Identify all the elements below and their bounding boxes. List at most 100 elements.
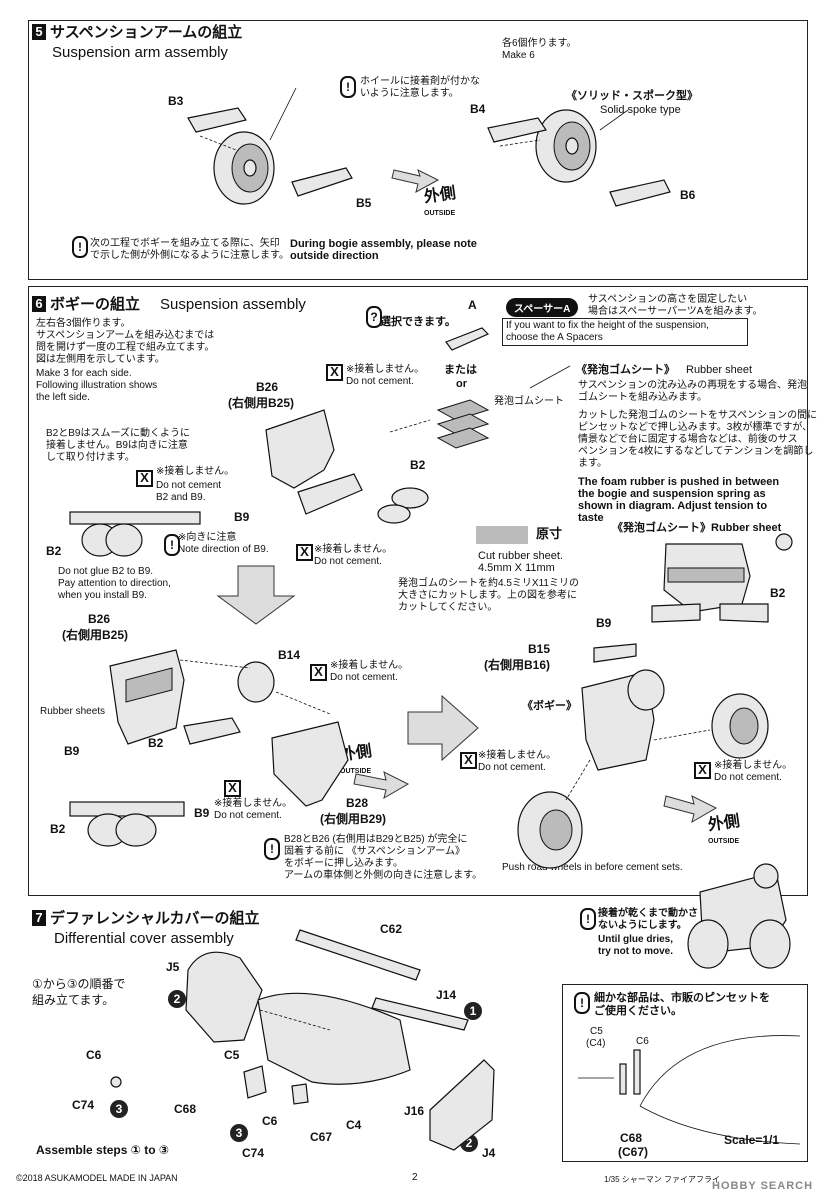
bogie-label: 《ボギー》 [522,700,577,712]
spacer-a-box [502,318,748,346]
part-c74-mid: C74 [242,1146,265,1160]
warning-icon: ! [340,76,356,98]
no-cement-icon: X [296,544,313,561]
part-b2-right: B2 [770,586,786,600]
part-b26-top: B26 [256,380,279,394]
section-5-frame [28,20,808,280]
part-c6-left: C6 [86,1048,102,1062]
part-b2-bottom: B2 [50,822,66,836]
part-b5: B5 [356,196,372,210]
intro-jp: 左右各3個作ります。 サスペンションアームを組み込むまでは 問を開けず一度の工程… [36,318,215,365]
scale-label: Scale=1/1 [724,1133,780,1147]
no-cement-icon: X [224,780,241,797]
direction-icon: ! [164,534,180,556]
make6-jp: 各6個作ります。 [502,38,577,49]
intro-en: Make 3 for each side. Following illustra… [36,368,158,403]
bogie-note-en: During bogie assembly, please note outsi… [290,238,477,262]
section-5-title-en: Suspension arm assembly [52,44,228,61]
outside-mark-en: OUTSIDE [424,210,456,217]
no-cement-en: Do not cement. [714,772,782,783]
cut-size-en: Cut rubber sheet. 4.5mm X 11mm [478,550,563,574]
warning-icon: ! [580,908,596,930]
foam-small-label: 発泡ゴムシート [494,396,564,407]
section-6-number: 6 [32,296,46,312]
rubber-title-en: Rubber sheet [686,364,753,376]
part-b25-mid: (右側用B25) [62,628,129,642]
part-j5: J5 [166,960,180,974]
part-b16: (右側用B16) [484,658,551,672]
actual-size-label: 原寸 [536,526,563,541]
solid-spoke-en: Solid spoke type [600,104,681,116]
section-7-number: 7 [32,910,46,926]
no-cement-jp: ※接着しません。 [330,660,409,671]
b2b9-note-jp: B2とB9はスムーズに動くように 接着しません。B9は向きに注意 して取り付けま… [46,428,190,463]
no-glue-en: Do not glue B2 to B9. Pay attention to d… [58,566,171,601]
order-jp: ①から③の順番で 組み立てます。 [32,977,126,1007]
b2b9-nc-en: Do not cement B2 and B9. [156,480,222,503]
no-cement-jp: ※接着しません。 [478,750,557,761]
footer-product: 1/35 シャーマン ファイアフライ [604,1175,721,1184]
no-cement-icon: X [136,470,153,487]
watermark-logo: HOBBY SEARCH [712,1180,814,1192]
part-b3: B3 [168,94,184,108]
part-c4: C4 [346,1118,362,1132]
part-b9-right: B9 [596,616,612,630]
footer-copyright: ©2018 ASUKAMODEL MADE IN JAPAN [16,1173,178,1183]
rubber-title-2: 《発泡ゴムシート》Rubber sheet [612,522,782,534]
direction-en: Note direction of B9. [178,544,269,555]
part-j14: J14 [436,988,457,1002]
part-b9-bottom: B9 [194,806,210,820]
outside-mark-jp: 外側 [422,184,457,207]
make6-en: Make 6 [502,50,535,61]
no-cement-en: Do not cement. [478,762,546,773]
no-cement-jp: ※接着しません。 [214,798,293,809]
b28-note-jp: B28とB26 (右側用はB29とB25) が完全に 固着する前に 《サスペンシ… [284,834,483,881]
detail-c4: (C4) [586,1038,606,1049]
section-6-title-jp: ボギーの組立 [50,296,141,313]
glue-dry-en: Until glue dries, try not to move. [598,934,674,957]
bogie-note-jp: 次の工程でボギーを組み立てる際に、矢印 で示した側が外側になるように注意します。 [90,238,289,261]
part-b26-mid: B26 [88,612,111,626]
step-3-badge: 3 [110,1100,128,1118]
part-b14: B14 [278,648,301,662]
part-c5: C5 [224,1048,240,1062]
section-5-number: 5 [32,24,46,40]
part-b4: B4 [470,102,486,116]
section-6-frame [28,286,808,896]
tweezers-jp: 細かな部品は、市販のピンセットを ご使用ください。 [594,992,770,1017]
section-5-title-jp: サスペンションアームの組立 [50,24,243,41]
rubber-desc-jp: サスペンションの沈み込みの再現をする場合、発泡 ゴムシートを組み込みます。 [578,380,808,403]
part-b2-left: B2 [46,544,62,558]
direction-jp: ※向きに注意 [178,532,237,543]
section-7-title-en: Differential cover assembly [54,930,234,947]
choice-icon: ? [366,306,382,328]
section-7-title-jp: デファレンシャルカバーの組立 [50,910,260,927]
part-b2-top: B2 [410,458,426,472]
outside-mark-en: OUTSIDE [708,838,740,845]
cut-size-jp: 発泡ゴムのシートを約4.5ミリX11ミリの 大きさにカットします。上の図を参考に… [398,578,579,613]
part-b25-top: (右側用B25) [228,396,295,410]
part-a: A [468,298,477,312]
no-cement-en: Do not cement. [330,672,398,683]
or-en: or [456,378,467,390]
b2b9-nc-jp: ※接着しません。 [156,466,235,477]
glue-dry-jp: 接着が乾くまで動かさ ないようにします。 [598,908,698,931]
step-2-badge: 2 [168,990,186,1008]
no-cement-jp: ※接着しません。 [346,364,425,375]
glue-warning-jp: ホイールに接着剤が付かな いように注意します。 [360,76,480,99]
part-j4: J4 [482,1146,496,1160]
no-cement-icon: X [310,664,327,681]
steps-en: Assemble steps ① to ③ [36,1143,170,1157]
step-3-badge: 3 [230,1124,248,1142]
part-c67: C67 [310,1130,333,1144]
step-1-badge: 1 [464,1002,482,1020]
rubber-title-jp: 《発泡ゴムシート》 [576,364,675,376]
warning-icon: ! [72,236,88,258]
part-b28: B28 [346,796,369,810]
outside-mark-en: OUTSIDE [340,768,372,775]
spacer-a-en: If you want to fix the height of the sus… [506,320,709,343]
part-b2-mid: B2 [148,736,164,750]
spacer-a-badge: スペーサーA [506,298,579,317]
part-c74-left: C74 [72,1098,95,1112]
no-cement-jp: ※接着しません。 [314,544,393,555]
